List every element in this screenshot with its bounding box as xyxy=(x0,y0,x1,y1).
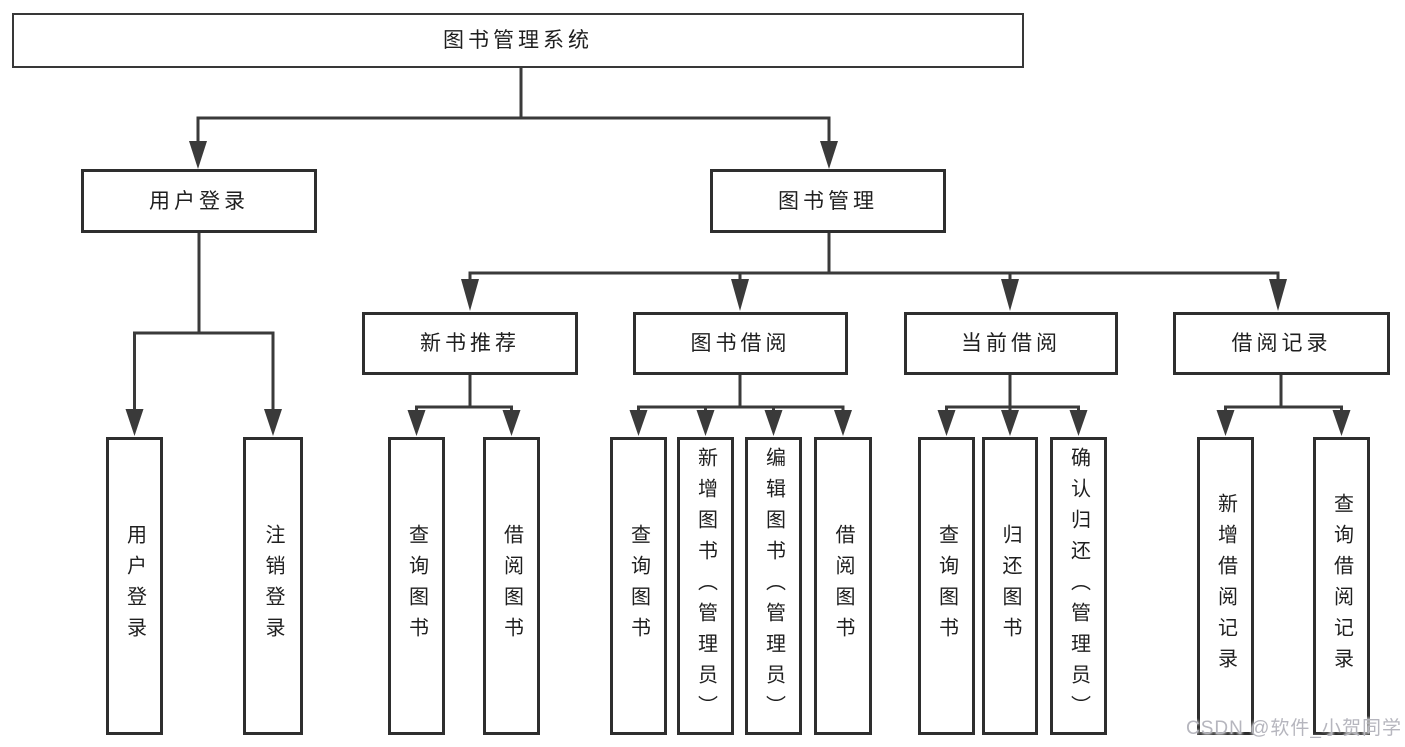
leaf-query-books-borrow: 查询图书 xyxy=(610,437,667,735)
connectors-borrow-records xyxy=(1216,375,1351,436)
node-label: 借阅记录 xyxy=(1231,332,1332,355)
leaf-logout: 注销登录 xyxy=(243,437,303,735)
leaf-query-books-recommend: 查询图书 xyxy=(388,437,445,735)
leaf-label: 确认归还（管理员） xyxy=(1067,446,1090,726)
node-book-management: 图书管理 xyxy=(710,169,946,233)
leaf-query-borrow-record: 查询借阅记录 xyxy=(1313,437,1370,735)
leaf-user-login: 用户登录 xyxy=(106,437,163,735)
connectors-current-borrow xyxy=(937,375,1088,436)
leaf-label: 查询图书 xyxy=(405,524,428,648)
leaf-label: 用户登录 xyxy=(123,524,146,648)
leaf-label: 查询借阅记录 xyxy=(1330,493,1353,679)
node-user-login: 用户登录 xyxy=(81,169,317,233)
leaf-return-books: 归还图书 xyxy=(982,437,1038,735)
node-book-borrow: 图书借阅 xyxy=(633,312,848,375)
node-new-book-recommend: 新书推荐 xyxy=(362,312,578,375)
node-label: 用户登录 xyxy=(149,189,249,213)
node-current-borrow: 当前借阅 xyxy=(904,312,1118,375)
connectors-book-management xyxy=(461,233,1287,311)
connectors-book-borrow xyxy=(629,375,852,436)
leaf-borrow-books-recommend: 借阅图书 xyxy=(483,437,540,735)
connectors-new-book-recommend xyxy=(407,375,521,436)
leaf-label: 新增图书（管理员） xyxy=(694,446,717,726)
node-borrow-records: 借阅记录 xyxy=(1173,312,1390,375)
node-label: 图书管理 xyxy=(778,189,878,213)
leaf-label: 注销登录 xyxy=(262,524,284,648)
leaf-add-borrow-record: 新增借阅记录 xyxy=(1197,437,1254,735)
node-label: 图书借阅 xyxy=(690,332,791,355)
node-label: 新书推荐 xyxy=(420,332,520,355)
leaf-label: 查询图书 xyxy=(627,524,650,648)
leaf-add-books-admin: 新增图书（管理员） xyxy=(677,437,734,735)
leaf-label: 借阅图书 xyxy=(832,524,854,648)
leaf-edit-books-admin: 编辑图书（管理员） xyxy=(745,437,802,735)
leaf-label: 新增借阅记录 xyxy=(1214,493,1237,679)
node-label: 图书管理系统 xyxy=(443,29,593,52)
connectors-root xyxy=(189,68,838,169)
connectors-user-login xyxy=(125,233,282,436)
node-library-management-system: 图书管理系统 xyxy=(12,13,1024,68)
leaf-borrow-books: 借阅图书 xyxy=(814,437,872,735)
leaf-label: 借阅图书 xyxy=(500,524,523,648)
csdn-watermark: CSDN @软件_小贺同学 xyxy=(1186,718,1402,739)
leaf-label: 归还图书 xyxy=(999,524,1021,648)
leaf-query-books-current: 查询图书 xyxy=(918,437,975,735)
leaf-confirm-return-admin: 确认归还（管理员） xyxy=(1050,437,1107,735)
node-label: 当前借阅 xyxy=(961,332,1061,355)
leaf-label: 编辑图书（管理员） xyxy=(762,446,785,726)
leaf-label: 查询图书 xyxy=(935,524,958,648)
